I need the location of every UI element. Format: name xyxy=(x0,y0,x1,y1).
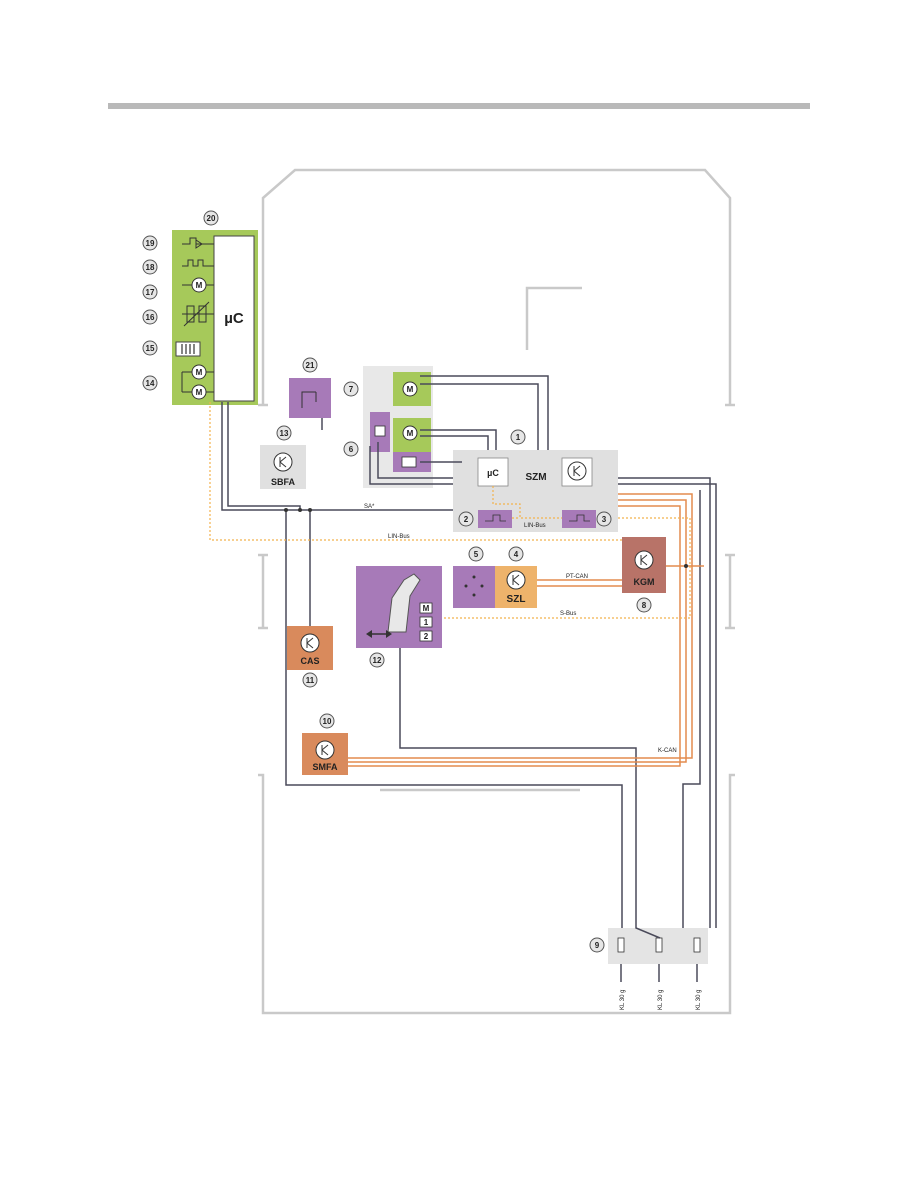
svg-text:12: 12 xyxy=(373,656,382,665)
svg-text:M: M xyxy=(407,385,414,394)
szm-module: µC SZM xyxy=(453,450,618,532)
motor-icon: M xyxy=(191,277,207,293)
lin-bus-label: LIN-Bus xyxy=(388,534,410,540)
szm-uc-label: µC xyxy=(487,468,499,478)
lin-bus-label-szm: LIN-Bus xyxy=(524,523,546,529)
k-can-label: K-CAN xyxy=(658,748,677,754)
svg-text:M: M xyxy=(196,281,203,290)
callout-2: 2 xyxy=(458,511,474,527)
callout-20: 20 xyxy=(203,210,219,226)
memory-button-1: 1 xyxy=(424,618,429,627)
svg-text:6: 6 xyxy=(349,445,354,454)
callout-15: 15 xyxy=(142,340,158,356)
memory-button-2: 2 xyxy=(424,632,429,641)
callout-14: 14 xyxy=(142,375,158,391)
header-rule xyxy=(108,103,810,109)
svg-text:M: M xyxy=(196,368,203,377)
callout-17: 17 xyxy=(142,284,158,300)
motor-icon: M xyxy=(402,381,418,397)
seat-uc-label: µC xyxy=(224,310,244,327)
switch-panel xyxy=(289,378,331,418)
callout-6: 6 xyxy=(343,441,359,457)
svg-text:13: 13 xyxy=(280,429,289,438)
transistor-icons xyxy=(273,452,654,760)
svg-text:16: 16 xyxy=(146,313,155,322)
svg-text:5: 5 xyxy=(474,550,479,559)
callout-10: 10 xyxy=(319,713,335,729)
svg-text:4: 4 xyxy=(514,550,519,559)
fuse-label-3: KL 30 g xyxy=(696,990,702,1010)
svg-text:M: M xyxy=(196,388,203,397)
callouts: 1 2 3 4 5 6 7 8 9 10 11 12 13 14 15 16 1… xyxy=(142,210,652,953)
svg-text:2: 2 xyxy=(464,515,469,524)
callout-18: 18 xyxy=(142,259,158,275)
callout-3: 3 xyxy=(596,511,612,527)
cas-label: CAS xyxy=(300,656,319,666)
svg-text:11: 11 xyxy=(306,676,315,685)
motor-icon: M xyxy=(191,384,207,400)
callout-19: 19 xyxy=(142,235,158,251)
svg-text:18: 18 xyxy=(146,263,155,272)
svg-text:7: 7 xyxy=(349,385,354,394)
transistor-leads xyxy=(279,456,648,756)
svg-text:15: 15 xyxy=(146,344,155,353)
svg-text:9: 9 xyxy=(595,941,600,950)
callout-13: 13 xyxy=(276,425,292,441)
seat-control-panel: M 1 2 xyxy=(356,566,442,648)
svg-text:10: 10 xyxy=(323,717,332,726)
szl-module: SZL xyxy=(453,566,537,608)
svg-text:1: 1 xyxy=(516,433,521,442)
can-buses xyxy=(348,493,704,767)
smfa-label: SMFA xyxy=(312,762,338,772)
fuse-label-1: KL 30 g xyxy=(620,990,626,1010)
seat-module: µC xyxy=(172,230,258,405)
svg-text:20: 20 xyxy=(207,214,216,223)
fuse-labels: KL 30 g KL 30 g KL 30 g xyxy=(620,990,702,1010)
szm-label: SZM xyxy=(525,472,546,483)
lin-buses xyxy=(209,402,691,619)
seat-motor-group xyxy=(363,366,433,488)
svg-text:M: M xyxy=(407,429,414,438)
svg-text:19: 19 xyxy=(146,239,155,248)
kgm-label: KGM xyxy=(634,577,655,587)
sa-label: SA* xyxy=(364,504,375,510)
sbfa-label: SBFA xyxy=(271,477,296,487)
callout-16: 16 xyxy=(142,309,158,325)
szl-label: SZL xyxy=(507,594,526,605)
motor-icon: M xyxy=(191,364,207,380)
svg-text:21: 21 xyxy=(306,361,315,370)
callout-4: 4 xyxy=(508,546,524,562)
svg-text:17: 17 xyxy=(146,288,155,297)
svg-text:3: 3 xyxy=(602,515,607,524)
pt-can-label: PT-CAN xyxy=(566,574,588,580)
callout-1: 1 xyxy=(510,429,526,445)
fuse-box xyxy=(608,928,708,964)
callout-9: 9 xyxy=(589,937,605,953)
vehicle-outline xyxy=(258,168,735,1015)
callout-11: 11 xyxy=(302,672,318,688)
svg-text:14: 14 xyxy=(146,379,155,388)
motor-icons: M M M M M xyxy=(191,277,418,441)
fuse-label-2: KL 30 g xyxy=(658,990,664,1010)
bus-labels: LIN-Bus LIN-Bus PT-CAN S-Bus K-CAN SA* xyxy=(364,504,677,754)
callout-21: 21 xyxy=(302,357,318,373)
memory-button-m: M xyxy=(423,604,430,613)
callout-5: 5 xyxy=(468,546,484,562)
s-bus-label: S-Bus xyxy=(560,611,576,617)
motor-icon: M xyxy=(402,425,418,441)
callout-8: 8 xyxy=(636,597,652,613)
svg-text:8: 8 xyxy=(642,601,647,610)
junctions xyxy=(284,508,688,568)
callout-7: 7 xyxy=(343,381,359,397)
callout-12: 12 xyxy=(369,652,385,668)
